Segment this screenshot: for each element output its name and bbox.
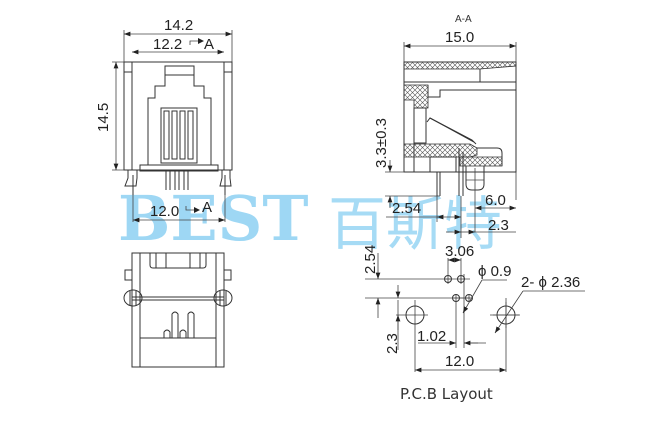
dim-depth: 15.0 (445, 29, 474, 46)
pcb-dim-post-span: 12.0 (445, 353, 474, 370)
dim-post-offset: 6.0 (485, 192, 506, 209)
section-marker-top: A (204, 36, 214, 53)
section-marker-bottom: A (202, 199, 212, 216)
watermark: BEST 百斯特 (118, 182, 502, 258)
dim-total-width: 14.2 (164, 17, 193, 34)
section-view: A-A 15.0 3 (373, 14, 517, 238)
pcb-dim-offset: 1.02 (417, 328, 446, 345)
dim-height: 14.5 (95, 103, 112, 132)
dim-post-to-pin: 2.3 (488, 217, 509, 234)
section-title: A-A (455, 14, 472, 25)
dim-pitch: 2.54 (392, 200, 421, 217)
dim-pin-length: 3.3±0.3 (373, 118, 390, 168)
pcb-dim-hole-small: ϕ 0.9 (478, 263, 511, 280)
dim-inner-width: 12.2 (153, 36, 182, 53)
dim-pin-span: 12.0 (150, 203, 179, 220)
pcb-layout: 2.54 3.06 ϕ 0.9 2- ϕ 2.36 2.3 1.02 12.0 … (362, 243, 585, 403)
pcb-dim-post-row: 2.3 (384, 333, 401, 354)
front-view: 14.2 12.2 A 14.5 (95, 17, 233, 223)
pcb-dim-row-spacing: 2.54 (362, 245, 379, 274)
watermark-latin: BEST (118, 182, 309, 255)
watermark-chinese: 百斯特 (328, 190, 502, 258)
pcb-layout-caption: P.C.B Layout (400, 385, 493, 403)
pcb-dim-hole-large: 2- ϕ 2.36 (521, 274, 580, 291)
bottom-view (123, 252, 233, 368)
pcb-dim-pin-pitch: 3.06 (445, 243, 474, 260)
